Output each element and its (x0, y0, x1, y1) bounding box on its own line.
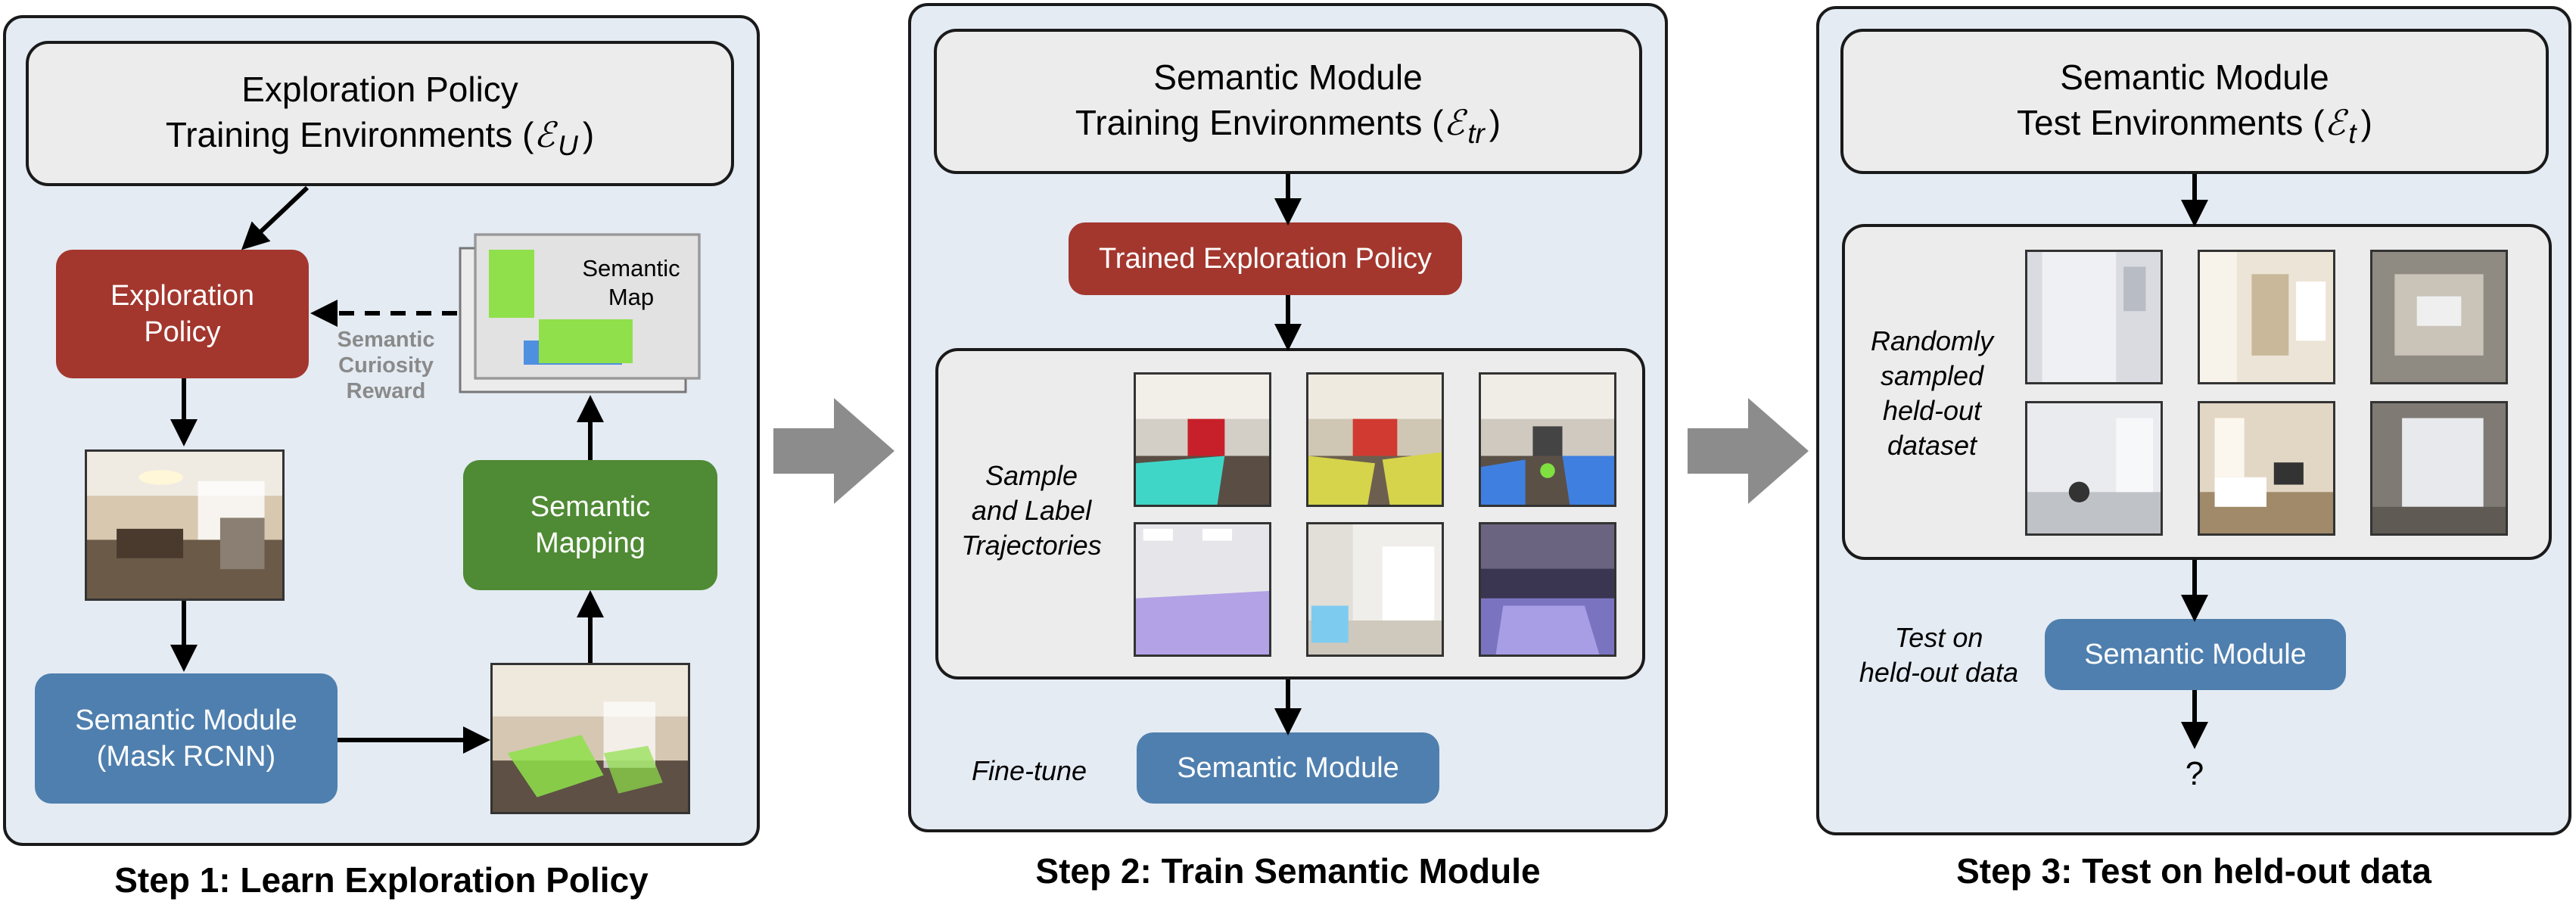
semantic-module-mask-rcnn-box: Semantic Module (Mask RCNN) (35, 673, 338, 804)
step2-env-title-line1: Semantic Module (1153, 58, 1423, 97)
heldout-image-5 (2198, 401, 2335, 536)
semantic-map-label: Semantic Map (582, 255, 680, 310)
step1-training-environments-box: Exploration Policy Training Environments… (26, 41, 734, 186)
result-question-mark: ? (2185, 755, 2204, 792)
trajectory-image-3 (1479, 372, 1616, 507)
step3-caption: Step 3: Test on held-out data (1956, 851, 2431, 891)
step1-arrows (170, 185, 604, 754)
step3-arrows (2181, 174, 2208, 749)
heldout-image-4 (2025, 401, 2163, 536)
semantic-map-graphic (459, 230, 701, 395)
step2-caption: Step 2: Train Semantic Module (1035, 851, 1541, 891)
exploration-policy-box: Exploration Policy (56, 250, 309, 378)
trajectory-image-6 (1479, 522, 1616, 657)
stage-arrow-1 (773, 398, 894, 504)
semantic-curiosity-reward-label: Semantic Curiosity Reward (337, 328, 435, 403)
trajectory-image-4 (1134, 522, 1271, 657)
step1-env-title-line1: Exploration Policy (241, 70, 518, 109)
step2-semantic-module-box: Semantic Module (1137, 732, 1439, 804)
observation-image (85, 449, 285, 601)
step2-training-environments-box: Semantic Module Training Environments (ℰ… (934, 29, 1642, 174)
trajectory-image-1 (1134, 372, 1271, 507)
step2-arrows (1274, 174, 1302, 735)
env-to-policy-arrow (241, 185, 310, 250)
trajectory-image-5 (1306, 522, 1444, 657)
heldout-image-1 (2025, 250, 2163, 384)
trajectory-image-2 (1306, 372, 1444, 507)
fine-tune-label: Fine-tune (971, 755, 1087, 786)
heldout-image-6 (2370, 401, 2508, 536)
heldout-image-2 (2198, 250, 2335, 384)
heldout-image-3 (2370, 250, 2508, 384)
trained-exploration-policy-box: Trained Exploration Policy (1069, 222, 1462, 295)
test-on-heldout-label: Test on held-out data (1859, 622, 2019, 688)
step3-env-title-line1: Semantic Module (2060, 58, 2329, 97)
semantic-mapping-box: Semantic Mapping (463, 460, 717, 590)
stage-arrow-2 (1688, 398, 1809, 504)
segmented-observation-image (490, 663, 690, 814)
step1-caption: Step 1: Learn Exploration Policy (114, 860, 649, 900)
sample-and-label-trajectories-label: Sample and Label Trajectories (961, 460, 1102, 561)
step3-semantic-module-box: Semantic Module (2045, 619, 2346, 690)
randomly-sampled-dataset-label: Randomly sampled held-out dataset (1870, 325, 1994, 461)
